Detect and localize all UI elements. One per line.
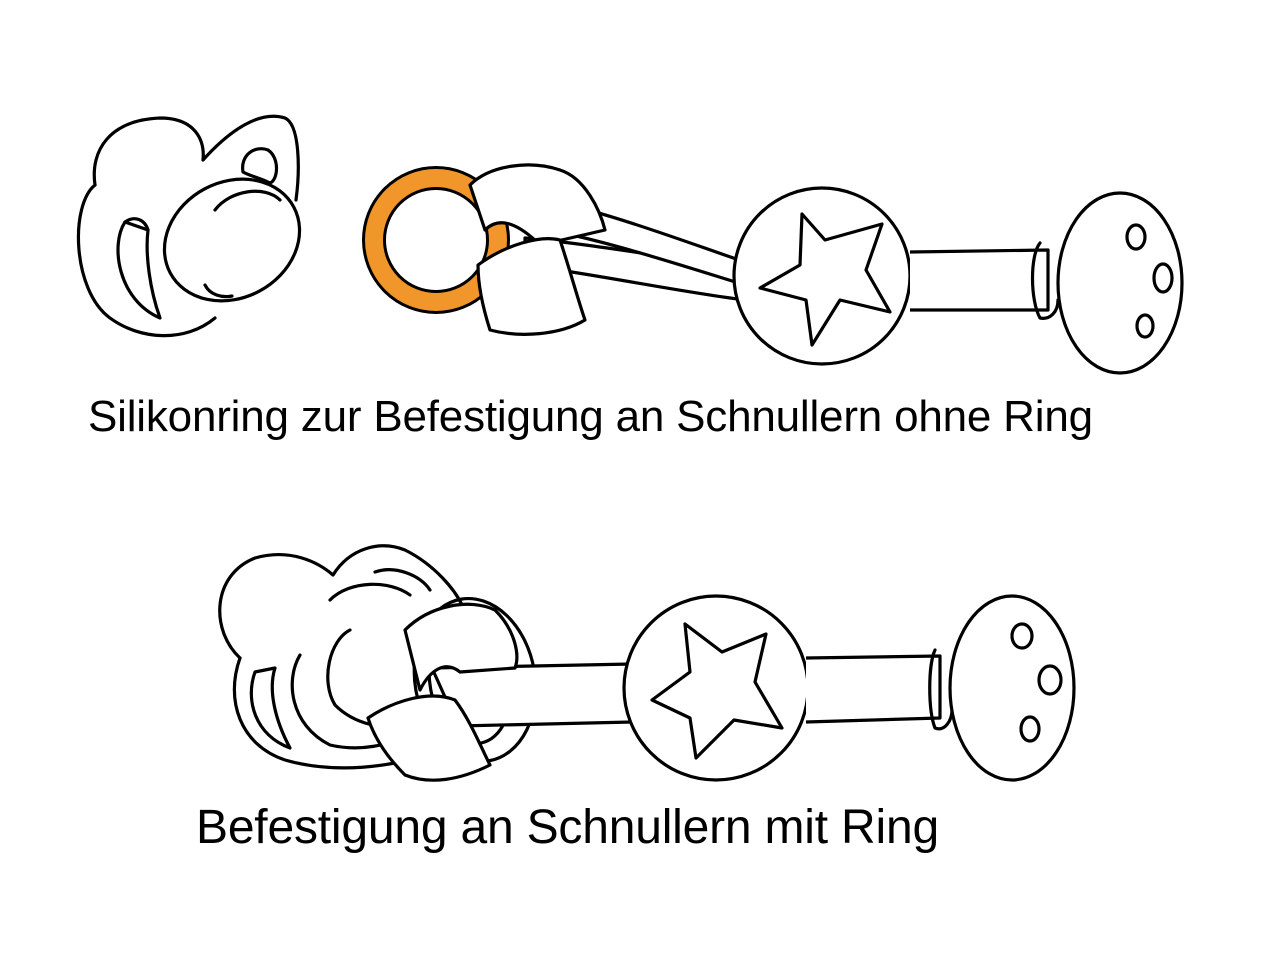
top-clip-icon <box>1056 191 1184 375</box>
top-ribbon-end-icon <box>909 241 1060 320</box>
top-ribbon-loop-icon <box>468 163 607 336</box>
top-star-bead-icon <box>732 186 912 366</box>
silicone-ring-icon <box>362 166 510 314</box>
bottom-ribbon-end-icon <box>805 648 954 731</box>
bottom-clip-icon <box>948 594 1076 782</box>
caption-with-ring: Befestigung an Schnullern mit Ring <box>196 801 939 854</box>
caption-without-ring: Silikonring zur Befestigung an Schnuller… <box>88 392 1093 441</box>
bottom-star-bead-icon <box>622 594 810 782</box>
bottom-ribbon-loop-icon <box>366 602 519 782</box>
top-pacifier-icon <box>76 114 302 338</box>
